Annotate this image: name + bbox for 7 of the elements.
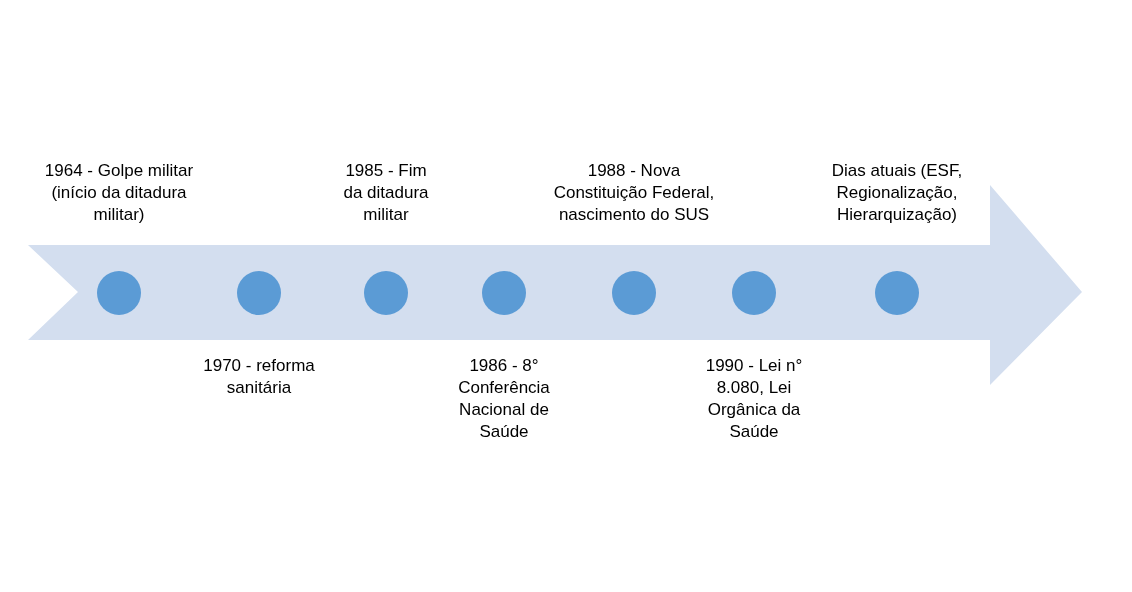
event-text: 1970 - reforma sanitária <box>202 355 316 399</box>
event-text: 1985 - Fim da ditadura militar <box>342 160 430 226</box>
event-text: 1990 - Lei n° 8.080, Lei Orgânica da Saúde <box>704 355 804 443</box>
event-text: 1986 - 8° Conferência Nacional de Saúde <box>457 355 551 443</box>
event-text: 1988 - Nova Constituição Federal, nascimento do SUS <box>552 160 716 226</box>
event-text: Dias atuais (ESF, Regionalização, Hierarquização) <box>830 160 964 226</box>
event-text: 1964 - Golpe militar (início da ditadura militar) <box>43 160 195 226</box>
